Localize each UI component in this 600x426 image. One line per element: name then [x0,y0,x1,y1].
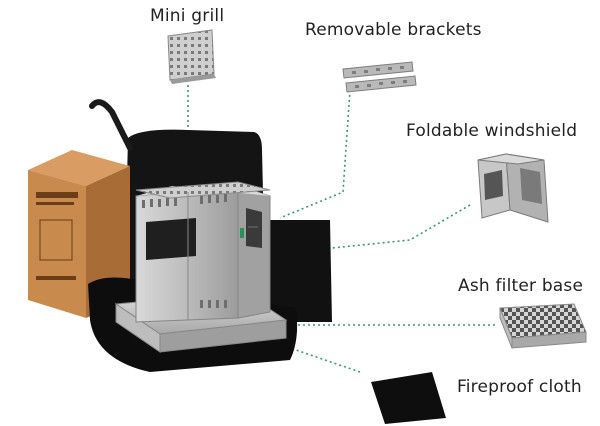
fireproof-cloth-image [371,372,446,424]
label-foldable-windshield: Foldable windshield [406,121,578,141]
mini-grill-image [167,29,216,84]
stove-body [135,181,271,323]
stove-assembly-image [28,99,332,372]
label-mini-grill: Mini grill [150,6,225,26]
ash-filter-base-image [499,303,587,349]
foldable-windshield-image [477,153,549,223]
label-ash-filter-base: Ash filter base [458,276,584,296]
black-panel [266,220,332,322]
bag-handle [89,99,133,151]
leader-line-removable-brackets [279,89,351,219]
label-fireproof-cloth: Fireproof cloth [457,377,582,397]
leader-line-foldable-windshield [331,204,471,249]
label-removable-brackets: Removable brackets [305,20,482,40]
leader-lines [187,85,495,373]
removable-brackets-image [342,61,417,93]
